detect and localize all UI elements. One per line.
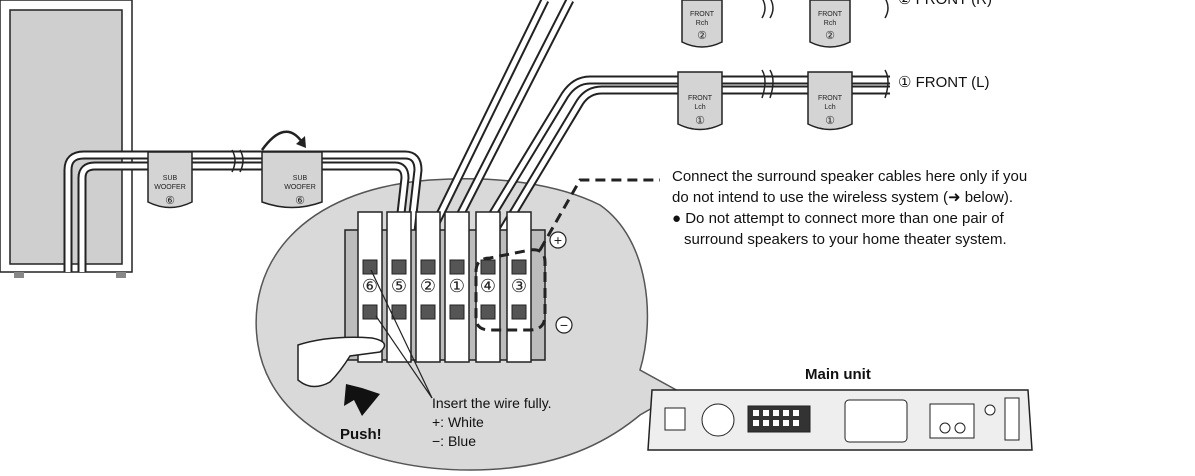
- tag-front-r-num-2: ②: [825, 30, 835, 42]
- tag-front-l-line1-2: FRONT: [818, 95, 843, 102]
- tag-front-r-line1-1: FRONT: [690, 11, 715, 18]
- terminal-number-2: ②: [420, 276, 436, 296]
- push-label: Push!: [340, 426, 382, 443]
- plus-sign: +: [554, 232, 562, 248]
- insert-blue: −: Blue: [432, 433, 476, 449]
- cable-tag-front-r-1: FRONT Rch ②: [681, 0, 723, 48]
- insert-instructions: Insert the wire fully. +: White −: Blue: [432, 394, 552, 451]
- tag-sub-line2-2: WOOFER: [284, 184, 316, 191]
- tag-sub-num-1: ⑥: [165, 195, 175, 207]
- terminal-number-1: ①: [449, 276, 465, 296]
- tag-sub-line1-1: SUB: [163, 175, 178, 182]
- minus-marker: [555, 316, 573, 334]
- surround-note: Connect the surround speaker cables here…: [672, 166, 1027, 250]
- push-arrow: [344, 384, 380, 416]
- terminal-number-5: ⑤: [391, 276, 407, 296]
- main-unit-label: Main unit: [805, 366, 871, 383]
- subwoofer-cables: [63, 150, 423, 272]
- tag-sub-line2-1: WOOFER: [154, 184, 186, 191]
- cable-tag-subwoofer-2: SUB WOOFER ⑥: [261, 151, 323, 209]
- tag-front-r-num-1: ②: [697, 30, 707, 42]
- terminal-number-6: ⑥: [362, 276, 378, 296]
- tag-front-r-line2-2: Rch: [824, 20, 837, 27]
- main-unit: [647, 389, 1033, 451]
- cable-break-marks: [231, 0, 889, 173]
- surround-highlight-dash: [474, 248, 547, 332]
- tag-front-r-line2-1: Rch: [696, 20, 709, 27]
- insert-title: Insert the wire fully.: [432, 395, 552, 411]
- note-line-2: do not intend to use the wireless system…: [672, 189, 1014, 206]
- tag-sub-num-2: ⑥: [295, 195, 305, 207]
- terminal-number-4: ④: [480, 276, 496, 296]
- front-l-label: ① FRONT (L): [898, 74, 990, 91]
- insert-white: +: White: [432, 414, 484, 430]
- note-line-1: Connect the surround speaker cables here…: [672, 168, 1028, 185]
- cable-tag-front-r-2: FRONT Rch ②: [809, 0, 851, 48]
- insert-pointer-lines: [370, 269, 433, 399]
- tag-front-l-num-2: ①: [825, 115, 835, 127]
- plus-marker: [549, 231, 567, 249]
- fold-arrow: [260, 130, 304, 151]
- front-r-label: ② FRONT (R): [898, 0, 992, 8]
- note-bullet-1: ● Do not attempt to connect more than on…: [672, 210, 1004, 227]
- tag-front-l-line2-2: Lch: [824, 104, 835, 111]
- terminal-number-3: ③: [511, 276, 527, 296]
- tag-front-l-line2-1: Lch: [694, 104, 705, 111]
- minus-sign: −: [560, 317, 568, 333]
- tag-front-l-line1-1: FRONT: [688, 95, 713, 102]
- note-leader-dash: [538, 178, 660, 251]
- hand-illustration: [297, 336, 386, 388]
- speaker-terminal-block: ⑥ ⑤ ② ① ④ ③: [344, 211, 546, 363]
- cable-tag-subwoofer-1: SUB WOOFER ⑥: [147, 151, 193, 209]
- front-cables: [425, 0, 890, 238]
- note-bullet-2: surround speakers to your home theater s…: [684, 231, 1007, 248]
- tag-sub-line1-2: SUB: [293, 175, 308, 182]
- cable-tag-front-l-1: FRONT Lch ①: [677, 71, 723, 131]
- tag-front-l-num-1: ①: [695, 115, 705, 127]
- tag-front-r-line1-2: FRONT: [818, 11, 843, 18]
- cable-tag-front-l-2: FRONT Lch ①: [807, 71, 853, 131]
